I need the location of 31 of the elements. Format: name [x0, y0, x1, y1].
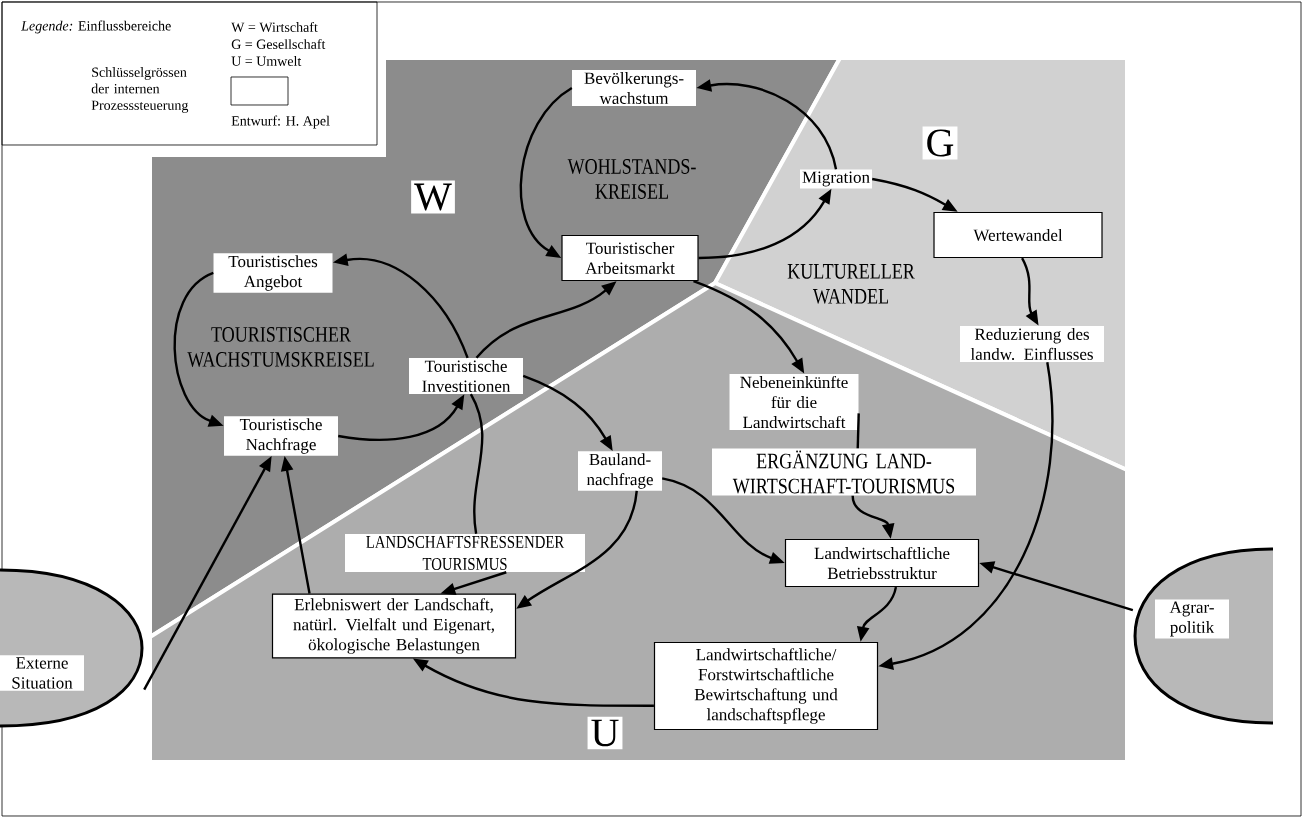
key-variable-box: Wertewandel [933, 211, 1103, 259]
concept-label: Bauland- nachfrage [578, 451, 662, 491]
external-factor-lobe: Externe Situation [0, 568, 144, 728]
legend-text: U = Umwelt [231, 56, 302, 66]
cycle-label: KULTURELLER WANDEL [787, 264, 915, 304]
cycle-label: LANDSCHAFTSFRESSENDER TOURISMUS [345, 533, 585, 573]
legend-text: Schlüsselgrössen der internen Prozesssteuerung [91, 67, 189, 113]
legend-text: Entwurf: H. Apel [231, 115, 330, 129]
legend-text: W = Wirtschaft [231, 21, 318, 33]
connector-line [856, 413, 860, 449]
key-variable-box: Landwirtschaftliche Betriebsstruktur [784, 538, 980, 588]
cycle-label: TOURISTISCHER WACHSTUMSKREISEL [187, 327, 374, 367]
legend-text: Legende: Einflussbereiche [21, 20, 171, 34]
key-variable-box: Erlebniswert der Landschaft, natürl. Vielfalt und Eigenart, ökologische Belastungen [271, 593, 517, 659]
external-factor-lobe: Agrar- politik [1133, 547, 1274, 725]
connector-line [469, 393, 484, 534]
legend-text: G = Gesellschaft [231, 39, 326, 49]
concept-label: Touristische Nachfrage [224, 416, 338, 456]
key-variable-box: Touristischer Arbeitsmarkt [561, 234, 699, 282]
concept-label: Touristisches Angebot [213, 253, 333, 293]
concept-label: Nebeneinkünfte für die Landwirtschaft [729, 373, 859, 431]
region-letter: W [411, 180, 455, 214]
concept-label: Bevölkerungs- wachstum [572, 70, 696, 106]
concept-label: Touristische Investitionen [409, 358, 523, 394]
node-label: Externe Situation [12, 657, 73, 689]
key-variable-box: Landwirtschaftliche/ Forstwirtschaftliche Bewirtschaftung und landschaftspflege [653, 641, 879, 731]
arrow [519, 87, 573, 258]
node-label: Agrar- politik [1169, 601, 1215, 637]
concept-label: Reduzierung des landw. Einflusses [960, 326, 1104, 362]
cycle-label: WOHLSTANDS- KREISEL [567, 159, 696, 199]
cycle-label: ERGÄNZUNG LAND- WIRTSCHAFT-TOURISMUS [712, 448, 976, 496]
